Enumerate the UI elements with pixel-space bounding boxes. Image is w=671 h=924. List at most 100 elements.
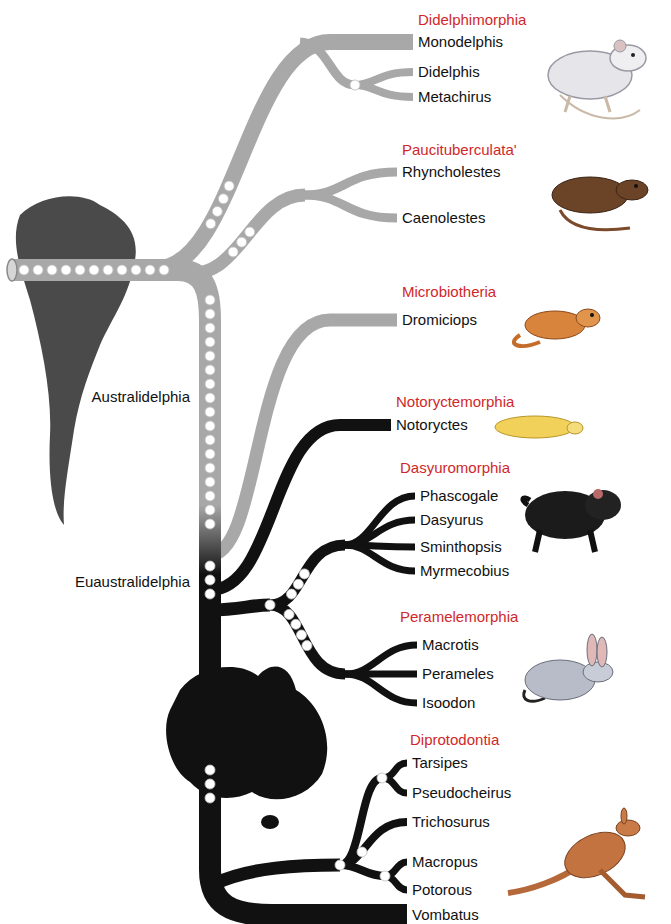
support-dot <box>205 449 215 459</box>
support-dot <box>335 860 345 870</box>
support-dot <box>205 793 215 803</box>
order-label: Notoryctemorphia <box>396 393 514 411</box>
support-dot <box>245 227 255 237</box>
branch <box>345 545 415 571</box>
support-dot <box>205 379 215 389</box>
genus-label: Didelphis <box>418 63 480 81</box>
support-dot <box>205 561 215 571</box>
support-dot <box>205 779 215 789</box>
genus-label: Caenolestes <box>402 209 485 227</box>
monito-figure <box>514 309 600 346</box>
branch <box>340 778 382 865</box>
support-dot <box>61 265 71 275</box>
genus-label: Dromiciops <box>402 311 477 329</box>
support-dot <box>205 421 215 431</box>
branch <box>355 85 413 97</box>
support-dot <box>205 365 215 375</box>
support-dot <box>205 589 215 599</box>
branch <box>340 822 407 865</box>
tasmania-map <box>261 815 279 829</box>
support-dot <box>205 309 215 319</box>
genus-label: Metachirus <box>418 88 491 106</box>
support-dot <box>205 407 215 417</box>
order-label: Microbiotheria <box>402 283 496 301</box>
branch <box>160 42 413 268</box>
order-label: Paucituberculata' <box>402 141 517 159</box>
support-dot <box>224 181 234 191</box>
support-dot <box>205 463 215 473</box>
branch <box>270 545 345 605</box>
support-dot <box>205 505 215 515</box>
branch <box>305 195 397 218</box>
genus-label: Trichosurus <box>412 813 490 831</box>
tasmanian-devil-figure <box>523 489 621 552</box>
genus-label: Potorous <box>412 881 472 899</box>
genus-label: Monodelphis <box>418 33 503 51</box>
support-dot <box>47 265 57 275</box>
genus-label: Sminthopsis <box>420 538 502 556</box>
branch <box>300 42 355 85</box>
order-label: Peramelemorphia <box>400 608 518 626</box>
support-dot <box>205 765 215 775</box>
support-dot <box>205 519 215 529</box>
branch <box>345 496 415 545</box>
support-dot <box>33 265 43 275</box>
support-dot <box>293 579 303 589</box>
branch <box>340 865 385 876</box>
clade-label: Australidelphia <box>90 388 192 406</box>
order-label: Didelphimorphia <box>418 11 526 29</box>
genus-label: Perameles <box>422 665 494 683</box>
branch <box>270 605 345 674</box>
support-dot <box>89 265 99 275</box>
marsupial-mole-figure <box>495 416 583 438</box>
support-dot <box>205 295 215 305</box>
support-dot <box>296 630 306 640</box>
genus-label: Isoodon <box>422 694 475 712</box>
trunk-end <box>7 259 17 281</box>
support-dot <box>205 337 215 347</box>
genus-label: Notoryctes <box>396 416 468 434</box>
support-dot <box>75 265 85 275</box>
branch <box>345 520 415 545</box>
support-dot <box>228 247 238 257</box>
support-dot <box>302 641 312 651</box>
support-dot <box>284 609 294 619</box>
genus-label: Myrmecobius <box>420 562 509 580</box>
south-america-map <box>16 196 136 525</box>
branch <box>345 645 417 674</box>
support-dot <box>237 237 247 247</box>
support-dot <box>205 435 215 445</box>
order-label: Diprotodontia <box>410 731 499 749</box>
support-dot <box>19 265 29 275</box>
shrew-opossum-figure <box>552 177 648 230</box>
support-dots <box>19 80 390 881</box>
genus-label: Rhyncholestes <box>402 163 500 181</box>
genus-label: Macrotis <box>422 636 479 654</box>
opossum-figure <box>548 40 646 118</box>
support-dot <box>145 265 155 275</box>
clade-label: Euaustralidelphia <box>73 573 192 591</box>
support-dot <box>357 847 367 857</box>
support-dot <box>380 871 390 881</box>
genus-label: Phascogale <box>420 487 498 505</box>
genus-label: Tarsipes <box>412 754 468 772</box>
support-dot <box>350 80 360 90</box>
support-dot <box>205 477 215 487</box>
support-dot <box>212 206 222 216</box>
support-dot <box>265 600 275 610</box>
support-dot <box>218 194 228 204</box>
support-dot <box>377 773 387 783</box>
support-dot <box>205 351 215 361</box>
support-dot <box>159 265 169 275</box>
branch <box>180 195 305 273</box>
support-dot <box>205 491 215 501</box>
support-dot <box>206 219 216 229</box>
support-dot <box>299 569 309 579</box>
order-label: Dasyuromorphia <box>400 459 510 477</box>
trunk <box>12 270 407 915</box>
genus-label: Pseudocheirus <box>412 784 511 802</box>
australia-map <box>166 667 327 800</box>
support-dot <box>117 265 127 275</box>
